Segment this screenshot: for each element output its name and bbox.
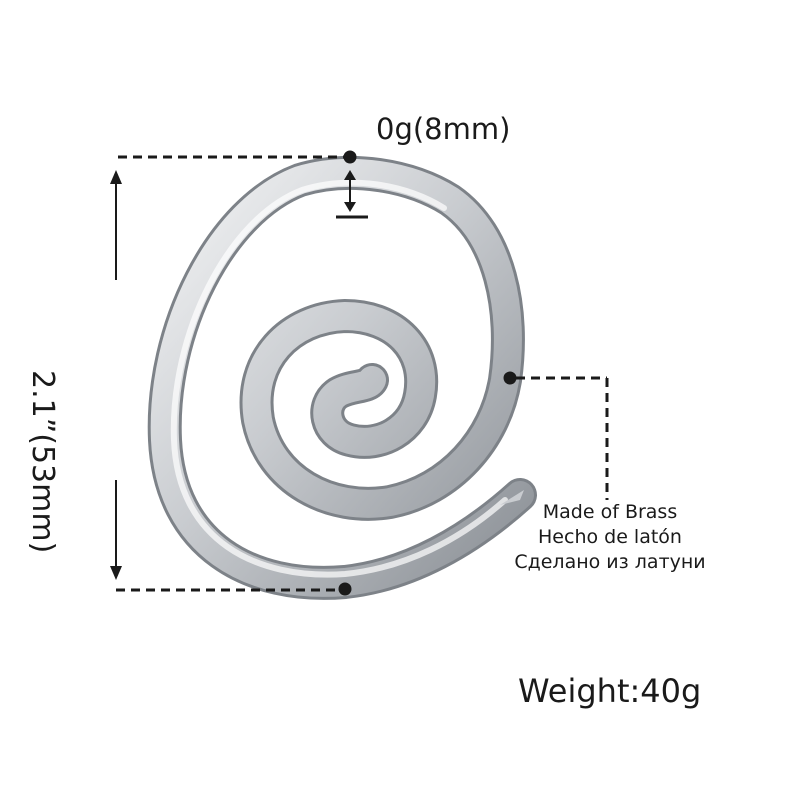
- gauge-dimension: [118, 150, 368, 219]
- material-info: Made of Brass Hecho de latón Сделано из …: [505, 500, 715, 575]
- material-line-russian: Сделано из латуни: [514, 551, 706, 573]
- height-dimension: [110, 170, 352, 596]
- weight-label: Weight:40g: [518, 672, 702, 710]
- height-label: 2.1”(53mm): [25, 370, 60, 554]
- material-line-english: Made of Brass: [542, 501, 678, 523]
- material-line-spanish: Hecho de latón: [538, 526, 682, 548]
- gauge-label: 0g(8mm): [376, 112, 511, 146]
- spiral-body: [150, 158, 534, 597]
- material-pointer: [503, 371, 609, 500]
- spiral-highlight: [170, 179, 508, 578]
- spiral-tail-tip: [500, 490, 524, 505]
